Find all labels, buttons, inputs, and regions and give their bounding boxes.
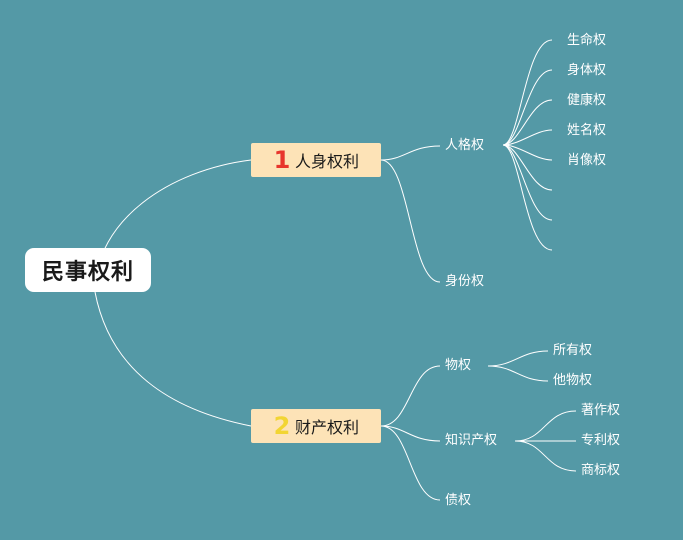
- leaf-ip-2: 专利权: [581, 433, 621, 448]
- edge-wu-item1: [487, 350, 549, 367]
- edge-branch1-shenfen: [380, 159, 441, 283]
- root-label: 民事权利: [41, 260, 134, 285]
- edge-zhishi-item3: [514, 440, 577, 472]
- branch-property-rights-label: 财产权利: [295, 418, 360, 437]
- leaf-ip-1: 著作权: [581, 403, 621, 418]
- leaf-real-1: 所有权: [553, 343, 593, 358]
- node-real-right: 物权: [445, 358, 472, 373]
- leaf-personality-4: 姓名权: [567, 123, 607, 138]
- edge-branch1-renge: [380, 145, 441, 161]
- branch-personal-rights-label: 人身权利: [295, 152, 360, 171]
- edge-renge-item2: [502, 69, 553, 146]
- edge-branch2-wu: [380, 365, 441, 427]
- branch-personal-rights: 1 人身权利: [251, 143, 381, 177]
- edge-wu-item2: [487, 365, 549, 382]
- leaf-personality-2: 身体权: [567, 63, 607, 78]
- edge-renge-item7: [502, 144, 553, 221]
- edge-renge-item3: [502, 99, 553, 146]
- number-badge-1: 1: [273, 146, 291, 174]
- number-badge-2: 2: [273, 412, 291, 440]
- edge-zhishi-item1: [514, 410, 577, 442]
- node-intellectual-property: 知识产权: [445, 433, 498, 448]
- branch-property-rights: 2 财产权利: [251, 409, 381, 443]
- node-personality-right: 人格权: [445, 138, 485, 153]
- edge-renge-item4: [502, 129, 553, 146]
- leaf-personality-1: 生命权: [567, 33, 607, 48]
- edge-branch2-zhishi: [380, 425, 441, 442]
- node-creditor-right: 债权: [445, 493, 472, 508]
- edge-renge-item6: [502, 144, 553, 191]
- edge-root-branch2: [94, 291, 252, 427]
- edge-renge-item1: [502, 39, 553, 146]
- root-node: 民事权利: [25, 248, 151, 292]
- leaf-real-2: 他物权: [553, 373, 593, 388]
- leaf-ip-3: 商标权: [581, 463, 621, 478]
- leaf-personality-3: 健康权: [567, 93, 607, 108]
- edge-renge-item8: [502, 144, 553, 251]
- leaf-personality-5: 肖像权: [567, 153, 607, 168]
- edge-branch2-zhai: [380, 425, 441, 501]
- node-identity-right: 身份权: [445, 274, 485, 289]
